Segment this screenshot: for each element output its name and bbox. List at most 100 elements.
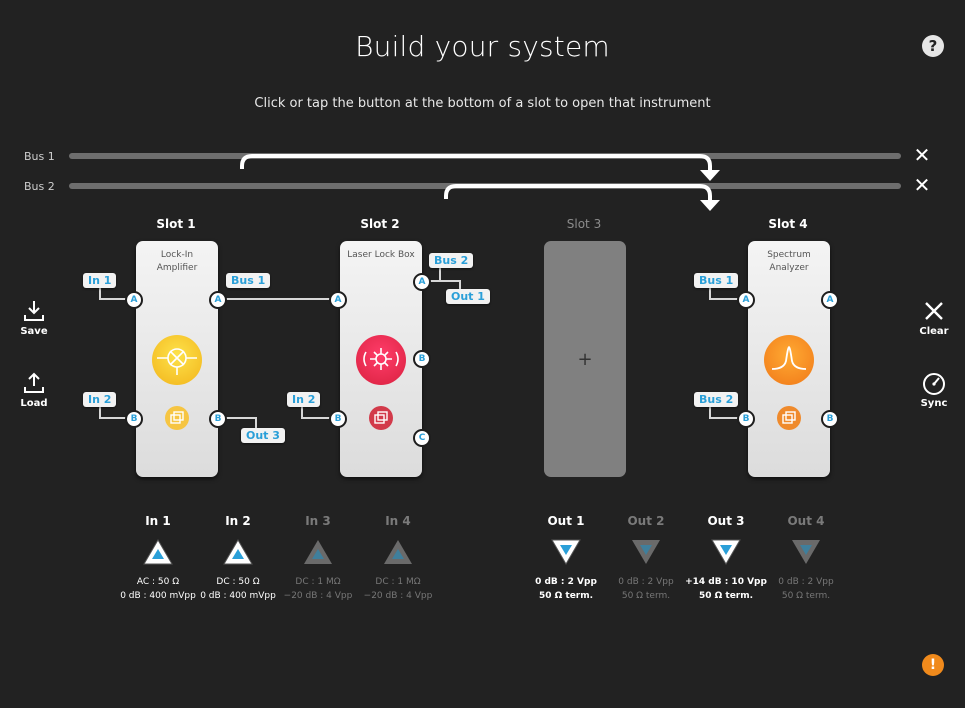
tag-bus-2-slot-4[interactable]: Bus 2: [694, 392, 739, 407]
spectrum-analyzer-icon: [764, 335, 814, 385]
slot-4-output-a[interactable]: A: [821, 291, 839, 309]
slot-4-card[interactable]: Spectrum Analyzer: [748, 241, 830, 477]
tag-bus-1-slot-4[interactable]: Bus 1: [694, 273, 739, 288]
tag-in-2-slot-2[interactable]: In 2: [287, 392, 321, 407]
clear-icon: [925, 302, 943, 320]
slot-1-open-button[interactable]: [165, 406, 189, 430]
bus-1-label: Bus 1: [24, 150, 55, 163]
slot-2-instrument-name: Laser Lock Box: [347, 250, 415, 260]
slot-4-instrument-name: Spectrum Analyzer: [767, 250, 811, 273]
slot-2-input-b[interactable]: B: [329, 410, 347, 428]
output-2-label: Out 2: [627, 514, 665, 528]
tag-bus-2-slot-2[interactable]: Bus 2: [429, 253, 474, 268]
load-button[interactable]: Load: [14, 370, 54, 409]
input-2-label: In 2: [225, 514, 251, 528]
clear-label: Clear: [919, 326, 949, 337]
slot-1-output-b[interactable]: B: [209, 410, 227, 428]
input-4-button[interactable]: [382, 538, 414, 566]
output-4-label: Out 4: [787, 514, 825, 528]
output-3-label: Out 3: [707, 514, 745, 528]
slot-1-card[interactable]: Lock-In Amplifier: [136, 241, 218, 477]
triangle-down-icon: [792, 540, 820, 564]
slot-1-output-a[interactable]: A: [209, 291, 227, 309]
slot-1-input-a[interactable]: A: [125, 291, 143, 309]
input-4-label: In 4: [385, 514, 411, 528]
bus-1-connection: [240, 154, 712, 172]
bus-2-arrow-icon: [700, 200, 720, 211]
input-1-button[interactable]: [142, 538, 174, 566]
slot-3-title: Slot 3: [566, 217, 602, 231]
bus-1-close-icon[interactable]: ✕: [913, 143, 931, 167]
triangle-down-icon: [632, 540, 660, 564]
clear-button[interactable]: Clear: [914, 298, 954, 337]
slot-4-output-b[interactable]: B: [821, 410, 839, 428]
lock-in-amplifier-icon: [152, 335, 202, 385]
slot-2-input-a[interactable]: A: [329, 291, 347, 309]
slot-3-empty[interactable]: +: [544, 241, 626, 477]
bus-2-connection: [444, 184, 712, 202]
slot-1-instrument-name: Lock-In Amplifier: [156, 250, 198, 273]
triangle-down-icon: [711, 539, 741, 565]
output-1-label: Out 1: [547, 514, 585, 528]
slot-2-output-c[interactable]: C: [413, 429, 431, 447]
slot-2-card[interactable]: Laser Lock Box: [340, 241, 422, 477]
slot-1-title: Slot 1: [156, 217, 196, 231]
open-window-icon: [374, 411, 388, 424]
slot-2-title: Slot 2: [360, 217, 400, 231]
tag-in-2[interactable]: In 2: [83, 392, 117, 407]
triangle-up-icon: [223, 539, 253, 565]
tag-out-3[interactable]: Out 3: [241, 428, 285, 443]
bus-1-arrow-icon: [700, 170, 720, 181]
input-3-button[interactable]: [302, 538, 334, 566]
triangle-down-icon: [551, 539, 581, 565]
tag-in-1[interactable]: In 1: [83, 273, 117, 288]
triangle-up-icon: [143, 539, 173, 565]
load-label: Load: [20, 398, 48, 409]
input-4-settings: DC : 1 MΩ−20 dB : 4 Vpp: [363, 577, 433, 601]
slot-4-input-b[interactable]: B: [737, 410, 755, 428]
output-4-button[interactable]: [790, 538, 822, 566]
slot-4-input-a[interactable]: A: [737, 291, 755, 309]
save-button[interactable]: Save: [14, 298, 54, 337]
open-window-icon: [170, 411, 184, 424]
laser-lock-box-icon: [356, 335, 406, 385]
slot-2-output-a[interactable]: A: [413, 273, 431, 291]
save-label: Save: [20, 326, 48, 337]
page-title: Build your system: [355, 30, 610, 63]
slot-1-input-b[interactable]: B: [125, 410, 143, 428]
output-1-button[interactable]: [550, 538, 582, 566]
instructions-text: Click or tap the button at the bottom of…: [254, 96, 711, 111]
tag-bus-1[interactable]: Bus 1: [226, 273, 271, 288]
output-3-button[interactable]: [710, 538, 742, 566]
input-3-label: In 3: [305, 514, 331, 528]
open-window-icon: [782, 411, 796, 424]
save-icon: [24, 301, 44, 321]
bus-2-close-icon[interactable]: ✕: [913, 173, 931, 197]
add-instrument-icon[interactable]: +: [577, 349, 593, 370]
output-2-button[interactable]: [630, 538, 662, 566]
slot-2-open-button[interactable]: [369, 406, 393, 430]
input-1-label: In 1: [145, 514, 171, 528]
slot-4-title: Slot 4: [768, 217, 808, 231]
sync-label: Sync: [920, 398, 948, 409]
slot-2-output-b[interactable]: B: [413, 350, 431, 368]
sync-button[interactable]: Sync: [914, 370, 954, 409]
help-icon[interactable]: ?: [922, 35, 944, 57]
triangle-up-icon: [304, 540, 332, 564]
gauge-icon: [923, 373, 945, 395]
input-2-button[interactable]: [222, 538, 254, 566]
bus-2-label: Bus 2: [24, 180, 55, 193]
slot-4-open-button[interactable]: [777, 406, 801, 430]
warning-icon[interactable]: !: [922, 654, 944, 676]
load-icon: [24, 372, 44, 393]
triangle-up-icon: [384, 540, 412, 564]
tag-out-1[interactable]: Out 1: [446, 289, 490, 304]
input-3-settings: DC : 1 MΩ−20 dB : 4 Vpp: [283, 577, 353, 601]
